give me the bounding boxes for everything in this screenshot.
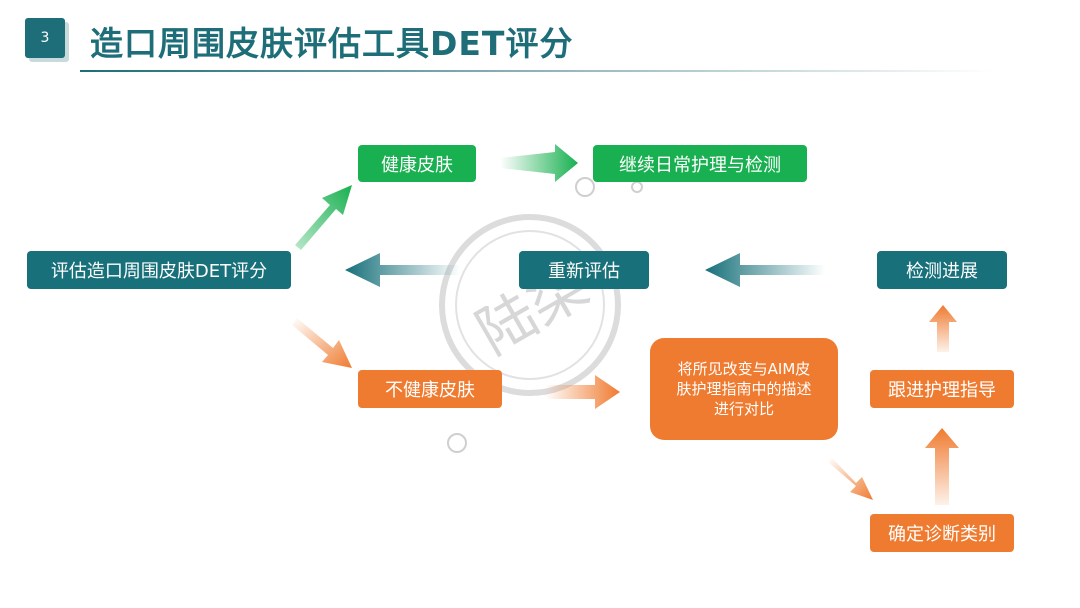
node-healthy-skin: 健康皮肤: [358, 145, 476, 182]
arrow-unhealthy-to-compare: [545, 375, 620, 409]
node-assess-det: 评估造口周围皮肤DET评分: [27, 251, 291, 289]
compare-line-1: 将所见改变与AIM皮: [677, 360, 811, 378]
node-follow-guidance: 跟进护理指导: [870, 370, 1014, 408]
arrow-reassess-to-assess: [345, 253, 460, 287]
page-title: 造口周围皮肤评估工具DET评分: [90, 24, 574, 63]
node-compare-aim: 将所见改变与AIM皮 肤护理指南中的描述 进行对比: [650, 338, 838, 440]
arrow-assess-to-healthy: [295, 185, 352, 250]
arrow-monitor-to-reassess: [705, 253, 825, 287]
compare-line-3: 进行对比: [713, 400, 774, 418]
node-reassess: 重新评估: [519, 251, 649, 289]
node-continue-care: 继续日常护理与检测: [593, 145, 807, 182]
arrow-follow-to-monitor: [929, 305, 957, 352]
arrow-compare-to-diagnose: [828, 458, 873, 500]
node-unhealthy-skin: 不健康皮肤: [358, 370, 502, 408]
slide-number-badge: 3: [25, 18, 65, 58]
node-monitor-progress: 检测进展: [877, 251, 1007, 289]
title-underline: [80, 70, 995, 72]
node-confirm-diagnosis: 确定诊断类别: [870, 514, 1014, 552]
arrow-healthy-to-continue: [500, 144, 578, 182]
compare-line-2: 肤护理指南中的描述: [676, 380, 812, 398]
arrow-diagnose-to-follow: [925, 428, 959, 505]
arrow-assess-to-unhealthy: [292, 318, 352, 368]
